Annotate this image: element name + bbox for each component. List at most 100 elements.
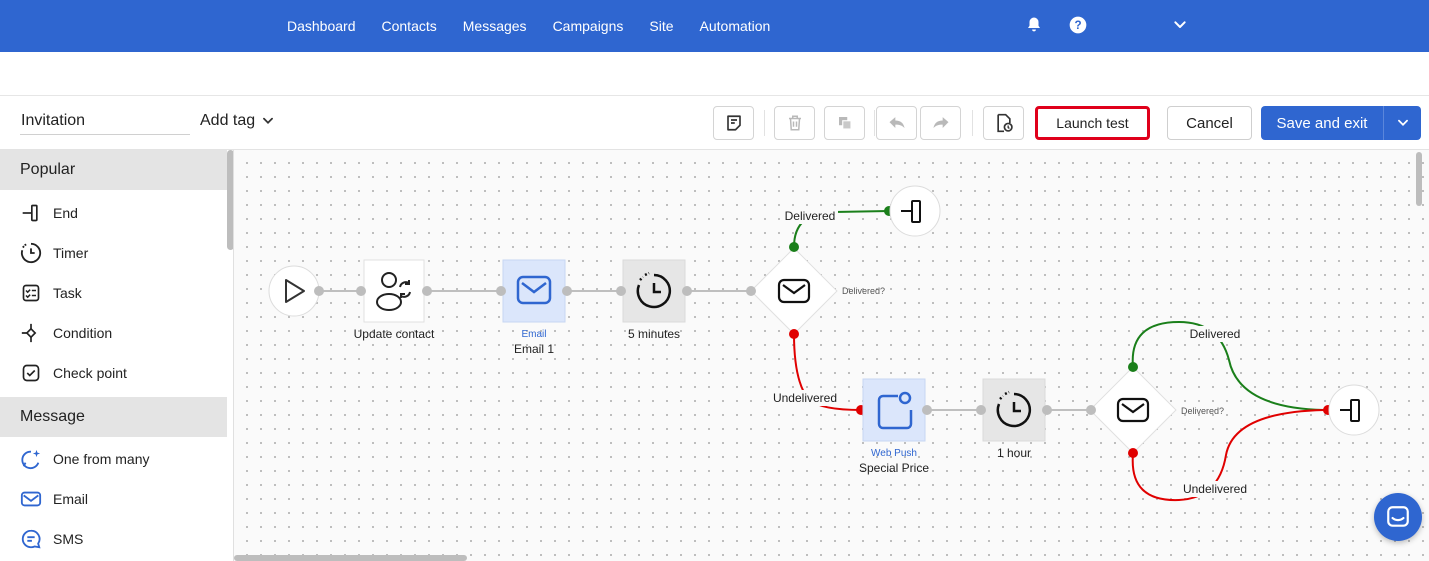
palette-item-condition[interactable]: Condition [20,320,220,346]
automation-name-input[interactable] [20,107,190,135]
palette-item-timer[interactable]: Timer [20,240,220,266]
flow-canvas[interactable]: Update contact Email Email 1 5 minutes [234,150,1429,561]
node-email-1[interactable]: Email Email 1 [502,259,566,356]
trash-icon [788,115,801,131]
nav-item-messages[interactable]: Messages [462,18,527,34]
nav-item-automation[interactable]: Automation [699,18,771,34]
toolbar-divider [764,110,765,136]
node-label: 5 minutes [628,327,680,341]
palette-item-label: End [53,205,78,221]
node-timer-1-hour[interactable]: 1 hour [982,378,1046,460]
save-and-exit-button[interactable]: Save and exit [1261,106,1383,140]
node-delivered-check-2[interactable]: Delivered? [1089,366,1224,454]
cancel-button[interactable]: Cancel [1167,106,1252,140]
edge-label-undelivered-2: Undelivered [1183,482,1247,496]
port-undelivered[interactable] [789,329,799,339]
palette-item-label: One from many [53,451,150,467]
palette-item-task[interactable]: Task [20,280,220,306]
palette-item-one-from-many[interactable]: One from many [20,446,220,472]
chevron-down-icon[interactable] [1169,14,1191,36]
node-label: Delivered? [1181,406,1224,416]
canvas-vertical-scrollbar[interactable] [1416,152,1422,206]
port[interactable] [682,286,692,296]
email-icon [516,275,552,305]
port[interactable] [422,286,432,296]
palette-item-label: Task [53,285,82,301]
node-delivered-check-1[interactable]: Delivered? [750,247,885,335]
timer-icon [20,242,42,264]
port[interactable] [314,286,324,296]
help-icon[interactable]: ? [1067,14,1089,36]
notes-button[interactable] [713,106,754,140]
port[interactable] [922,405,932,415]
node-label: Delivered? [842,286,885,296]
edge-label-undelivered-1: Undelivered [773,391,837,405]
redo-button[interactable] [920,106,961,140]
svg-text:?: ? [1074,19,1081,32]
node-type-label: Web Push [871,448,917,459]
node-update-contact[interactable]: Update contact [354,259,435,341]
copy-icon [838,117,852,130]
nav-menu: Dashboard Contacts Messages Campaigns Si… [287,0,796,52]
section-popular: Popular [0,150,227,190]
undo-icon [889,117,904,128]
palette-item-email[interactable]: Email [20,486,220,512]
nav-item-campaigns[interactable]: Campaigns [552,18,624,34]
edge-label-delivered-1: Delivered [785,209,836,223]
node-label: Email 1 [514,342,554,356]
port[interactable] [496,286,506,296]
port[interactable] [976,405,986,415]
delete-button[interactable] [774,106,815,140]
end-node-1[interactable] [889,185,941,237]
port[interactable] [616,286,626,296]
email-icon [1116,397,1150,423]
undo-button[interactable] [876,106,917,140]
chevron-down-icon [1397,119,1408,126]
label-bg [782,208,838,224]
port[interactable] [562,286,572,296]
bell-icon[interactable] [1023,14,1045,36]
palette-item-sms[interactable]: SMS [20,526,220,552]
port-delivered[interactable] [789,242,799,252]
canvas-horizontal-scrollbar[interactable] [234,555,467,561]
label-bg [770,390,840,406]
label-bg [1180,481,1252,497]
palette-item-label: Condition [53,325,113,341]
chevron-down-icon [263,117,274,124]
sidebar-scrollbar[interactable] [227,150,233,250]
flow-diagram: Update contact Email Email 1 5 minutes [268,185,1380,502]
end-node-2[interactable] [1328,384,1380,436]
palette-item-label: SMS [53,531,84,547]
nav-item-contacts[interactable]: Contacts [381,18,437,34]
start-node[interactable] [268,265,320,317]
chat-support-button[interactable] [1374,493,1422,541]
notes-icon [726,115,741,131]
node-timer-5-minutes[interactable]: 5 minutes [622,259,686,341]
toolbar-divider [874,110,875,136]
palette-item-check-point[interactable]: Check point [20,360,220,386]
top-navigation: Dashboard Contacts Messages Campaigns Si… [0,0,1429,52]
port-undelivered[interactable] [1128,448,1138,458]
web-push-icon [877,391,913,430]
save-options-dropdown[interactable] [1383,106,1421,140]
port[interactable] [1042,405,1052,415]
end-icon [901,200,921,223]
chat-icon [1387,506,1409,527]
end-icon [1340,399,1360,422]
launch-test-button[interactable]: Launch test [1035,106,1150,140]
node-type-label: Email [521,329,546,340]
checkpoint-icon [20,362,42,384]
toolbar-divider [972,110,973,136]
copy-button[interactable] [824,106,865,140]
palette-item-end[interactable]: End [20,200,220,226]
port-delivered[interactable] [1128,362,1138,372]
port[interactable] [1086,405,1096,415]
node-web-push[interactable]: Web Push Special Price [859,378,929,475]
nav-item-site[interactable]: Site [649,18,674,34]
port[interactable] [356,286,366,296]
nav-item-dashboard[interactable]: Dashboard [287,18,356,34]
palette-item-label: Check point [53,365,127,381]
port[interactable] [746,286,756,296]
restore-version-button[interactable] [983,106,1024,140]
add-tag-dropdown[interactable]: Add tag [200,110,290,132]
